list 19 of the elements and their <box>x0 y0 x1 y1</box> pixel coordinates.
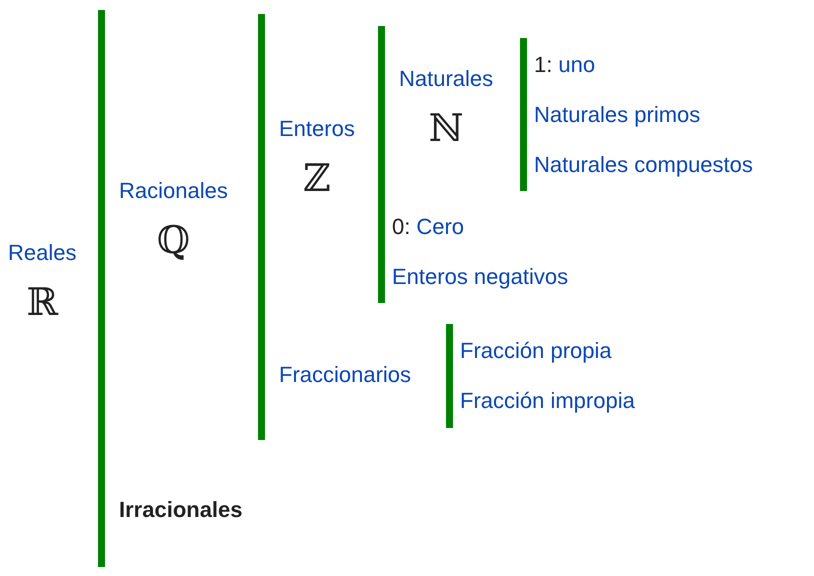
number-prefix: 0: <box>392 214 410 240</box>
category-label: Naturales primos <box>534 102 700 128</box>
set-symbol: ℚ <box>156 218 190 262</box>
set-symbol: ℝ <box>26 280 58 324</box>
category-label: Fraccionarios <box>279 362 412 388</box>
category-label: Reales <box>8 240 76 266</box>
category-label: Naturales <box>399 66 494 92</box>
category-label: uno <box>558 52 596 78</box>
category-label: Irracionales <box>119 497 243 523</box>
category-label: Cero <box>416 214 464 240</box>
number-prefix: 1: <box>534 52 552 78</box>
category-label: Racionales <box>119 178 228 204</box>
category-label: Fracción impropia <box>460 388 635 414</box>
set-symbol: ℤ <box>303 156 331 200</box>
category-label: Enteros negativos <box>392 264 568 290</box>
category-label: Fracción propia <box>460 338 612 364</box>
category-label: Naturales compuestos <box>534 152 753 178</box>
category-label: Enteros <box>279 116 355 142</box>
set-symbol: ℕ <box>428 106 464 150</box>
